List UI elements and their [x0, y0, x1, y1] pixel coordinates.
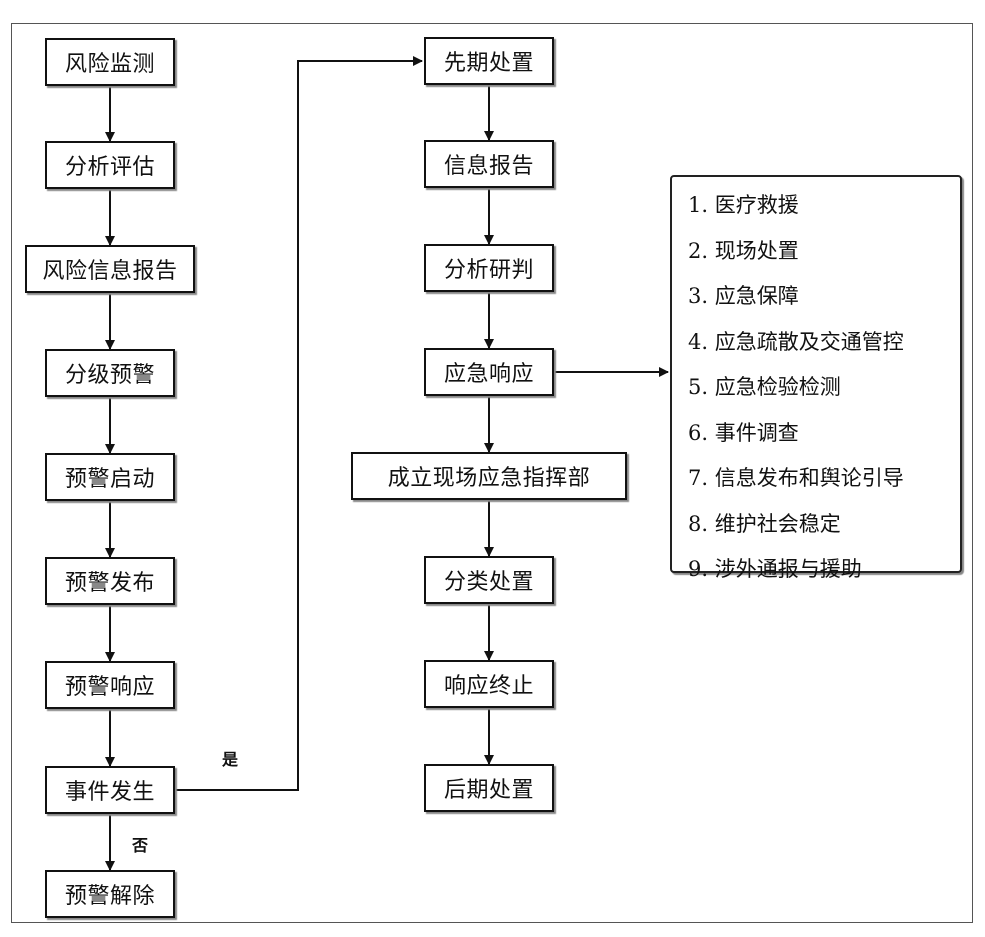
node-info-report: 信息报告	[424, 140, 554, 188]
edge-label-yes: 是	[222, 750, 239, 769]
measure-item: 4. 应急疏散及交通管控	[688, 329, 904, 354]
node-analysis-assess: 分析评估	[45, 141, 175, 189]
edge-label-no: 否	[132, 836, 149, 855]
node-risk-info-report: 风险信息报告	[25, 245, 195, 293]
node-event-occur: 事件发生	[45, 766, 175, 814]
diagram-frame	[11, 23, 973, 923]
node-risk-monitor: 风险监测	[45, 38, 175, 86]
measure-item: 8. 维护社会稳定	[688, 511, 841, 536]
node-initial-handling: 先期处置	[424, 37, 554, 85]
node-classified-handling: 分类处置	[424, 556, 554, 604]
node-post-handling: 后期处置	[424, 764, 554, 812]
measure-item: 6. 事件调查	[688, 420, 799, 445]
response-measures-box: 1. 医疗救援 2. 现场处置 3. 应急保障 4. 应急疏散及交通管控 5. …	[670, 175, 962, 581]
node-warning-start: 预警启动	[45, 453, 175, 501]
measure-item: 7. 信息发布和舆论引导	[688, 466, 904, 490]
node-graded-warning: 分级预警	[45, 349, 175, 397]
node-emergency-response: 应急响应	[424, 348, 554, 396]
measure-item: 9. 涉外通报与援助	[688, 557, 862, 581]
measure-item: 3. 应急保障	[688, 284, 799, 308]
node-onsite-command: 成立现场应急指挥部	[351, 452, 627, 500]
node-warning-response: 预警响应	[45, 661, 175, 709]
arrow-event-occur-to-initial-handling	[174, 56, 423, 791]
node-response-end: 响应终止	[424, 660, 554, 708]
node-warning-lift: 预警解除	[45, 870, 175, 918]
measure-item: 2. 现场处置	[688, 238, 799, 263]
node-warning-publish: 预警发布	[45, 557, 175, 605]
measure-item: 1. 医疗救援	[688, 193, 799, 217]
node-analysis-judge: 分析研判	[424, 244, 554, 292]
measure-item: 5. 应急检验检测	[688, 375, 841, 399]
